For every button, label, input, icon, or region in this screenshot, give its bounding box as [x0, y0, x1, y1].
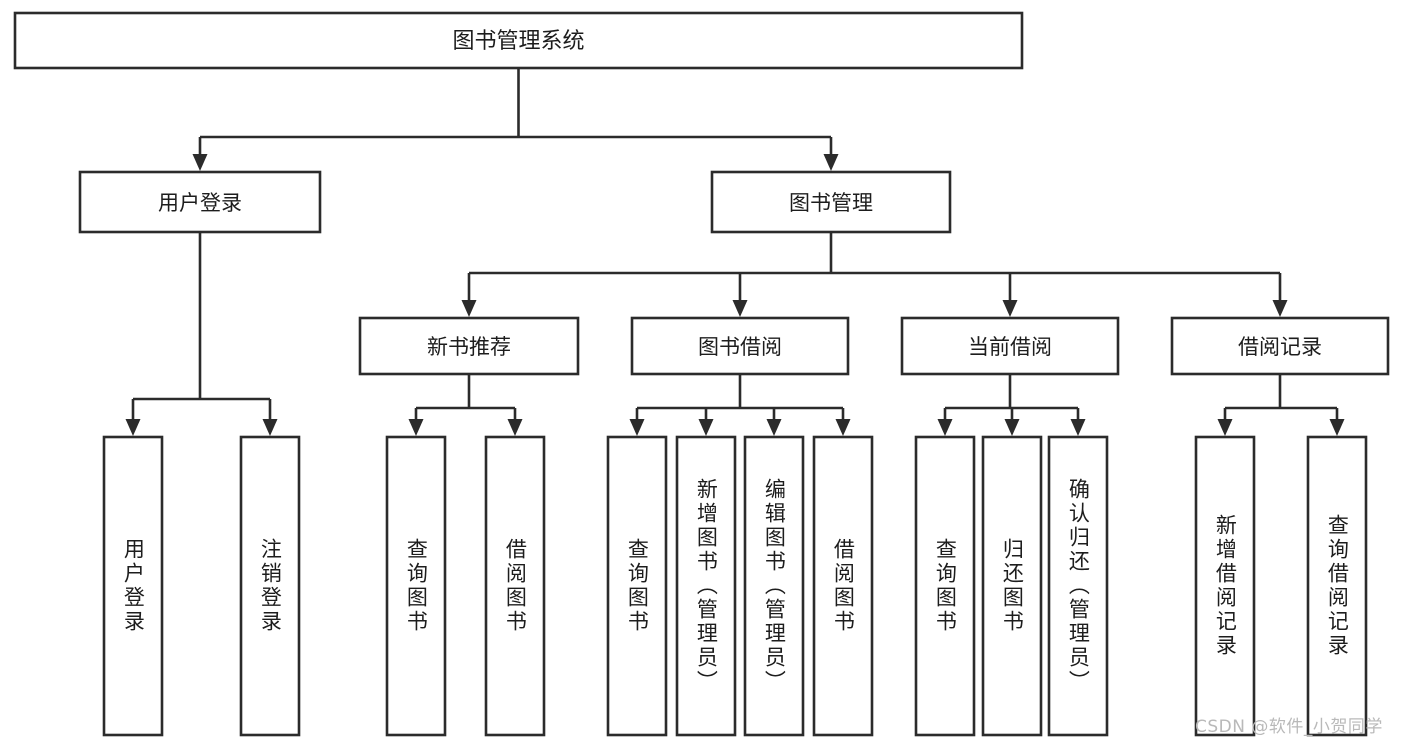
node-label-new-book-recommend: 新书推荐 [427, 335, 511, 359]
arrow-head-icon-current-borrow [1002, 300, 1018, 317]
connectors-layer [125, 68, 1345, 436]
arrow-head-icon-leaf-edit-book [766, 419, 782, 436]
node-label-book-borrow: 图书借阅 [698, 335, 782, 359]
node-box-leaf-borrow-book-1[interactable] [484, 435, 546, 737]
node-box-user-login[interactable] [78, 170, 322, 234]
arrow-head-icon-leaf-query-book-2 [629, 419, 645, 436]
arrow-head-icon-book-manage [823, 154, 839, 171]
arrow-head-icon-leaf-query-book-1 [408, 419, 424, 436]
boxes-layer [13, 11, 1390, 737]
csdn-watermark: CSDN @软件_小贺同学 [1195, 717, 1383, 737]
arrow-head-icon-leaf-user-login [125, 419, 141, 436]
node-label-current-borrow: 当前借阅 [968, 335, 1052, 359]
arrow-head-icon-leaf-add-book [698, 419, 714, 436]
node-box-current-borrow[interactable] [900, 316, 1120, 376]
arrow-head-icon-leaf-query-record [1329, 419, 1345, 436]
node-box-leaf-edit-book[interactable] [743, 435, 805, 737]
node-box-leaf-add-book[interactable] [675, 435, 737, 737]
node-box-leaf-borrow-book-2[interactable] [812, 435, 874, 737]
node-box-leaf-user-logout[interactable] [239, 435, 301, 737]
arrow-head-icon-new-book-recommend [461, 300, 477, 317]
arrow-head-icon-user-login [192, 154, 208, 171]
node-box-leaf-return-book[interactable] [981, 435, 1043, 737]
node-box-leaf-user-login[interactable] [102, 435, 164, 737]
node-box-book-borrow[interactable] [630, 316, 850, 376]
node-box-borrow-record[interactable] [1170, 316, 1390, 376]
node-box-leaf-confirm-return[interactable] [1047, 435, 1109, 737]
node-box-leaf-query-record[interactable] [1306, 435, 1368, 737]
node-label-book-manage: 图书管理 [789, 191, 873, 215]
arrow-head-icon-leaf-add-record [1217, 419, 1233, 436]
node-box-leaf-query-book-2[interactable] [606, 435, 668, 737]
arrow-head-icon-leaf-confirm-return [1070, 419, 1086, 436]
node-box-new-book-recommend[interactable] [358, 316, 580, 376]
arrow-head-icon-book-borrow [732, 300, 748, 317]
arrow-head-icon-leaf-query-book-3 [937, 419, 953, 436]
arrow-head-icon-leaf-borrow-book-1 [507, 419, 523, 436]
node-box-leaf-query-book-1[interactable] [385, 435, 447, 737]
node-box-root[interactable] [13, 11, 1024, 70]
node-box-book-manage[interactable] [710, 170, 952, 234]
node-box-leaf-query-book-3[interactable] [914, 435, 976, 737]
arrow-head-icon-leaf-return-book [1004, 419, 1020, 436]
arrow-head-icon-leaf-borrow-book-2 [835, 419, 851, 436]
arrow-head-icon-borrow-record [1272, 300, 1288, 317]
node-label-user-login: 用户登录 [158, 191, 242, 215]
node-box-leaf-add-record[interactable] [1194, 435, 1256, 737]
arrow-head-icon-leaf-user-logout [262, 419, 278, 436]
node-label-borrow-record: 借阅记录 [1238, 335, 1322, 359]
node-label-root: 图书管理系统 [452, 29, 584, 54]
